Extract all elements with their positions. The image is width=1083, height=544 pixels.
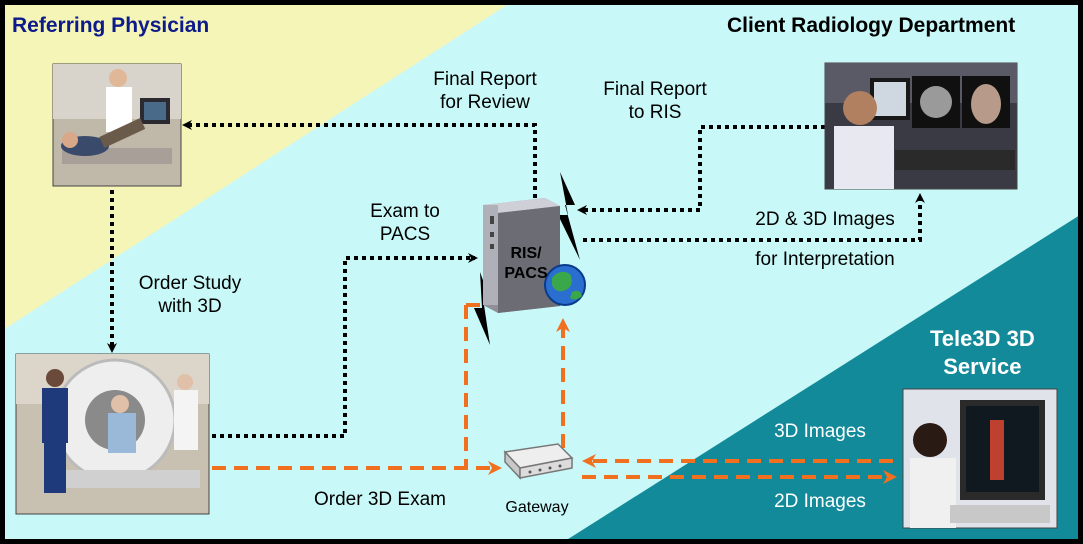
label-line: Final Report (603, 79, 707, 100)
globe-icon (544, 264, 586, 306)
client-radiology-title: Client Radiology Department (727, 14, 1016, 37)
label-line: 2D & 3D Images (755, 209, 895, 230)
gateway-device-icon (503, 443, 574, 480)
label-line: for Review (440, 92, 530, 113)
exam-to-pacs-arrow (212, 253, 478, 438)
images-interpretation-label-2: for Interpretation (740, 248, 910, 271)
ris-pacs-label: RIS/ PACS (496, 244, 556, 284)
final-report-review-arrow (182, 120, 537, 198)
label-line: Final Report (433, 69, 537, 90)
label-line: PACS (504, 265, 548, 282)
order-study-label: Order Study with 3D (120, 272, 260, 318)
order-3d-exam-label: Order 3D Exam (314, 489, 446, 510)
tele3d-title-line1: Tele3D 3D (930, 326, 1035, 351)
2d-images-label: 2D Images (774, 491, 866, 512)
images-interpretation-label: 2D & 3D Images (745, 208, 905, 231)
3d-images-label: 3D Images (774, 421, 866, 442)
final-report-ris-label: Final Report to RIS (585, 78, 725, 124)
tele3d-title-line2: Service (943, 354, 1022, 379)
label-line: RIS/ (510, 245, 542, 262)
label-line: Exam to (370, 201, 440, 222)
label-line: with 3D (158, 296, 222, 317)
exam-to-pacs-label: Exam to PACS (345, 200, 465, 246)
radiologist-photo (824, 62, 1018, 190)
label-line: Order Study (138, 273, 242, 294)
referring-physician-title: Referring Physician (12, 14, 210, 37)
final-report-ris-arrow (577, 125, 825, 215)
lightning-bolt-icon (558, 172, 580, 260)
gateway-label: Gateway (505, 499, 569, 516)
label-line: for Interpretation (755, 249, 895, 270)
ct-scanner-photo (15, 353, 210, 515)
tele3d-service-title: Tele3D 3D Service (930, 325, 1035, 381)
lightning-bolt-icon (474, 272, 492, 345)
images-interpretation-arrow (583, 193, 925, 242)
label-line: to RIS (628, 102, 682, 123)
final-report-review-label: Final Report for Review (415, 68, 555, 114)
label-line: PACS (379, 224, 431, 245)
tele3d-technologist-photo (902, 388, 1058, 529)
physician-photo (52, 63, 182, 187)
